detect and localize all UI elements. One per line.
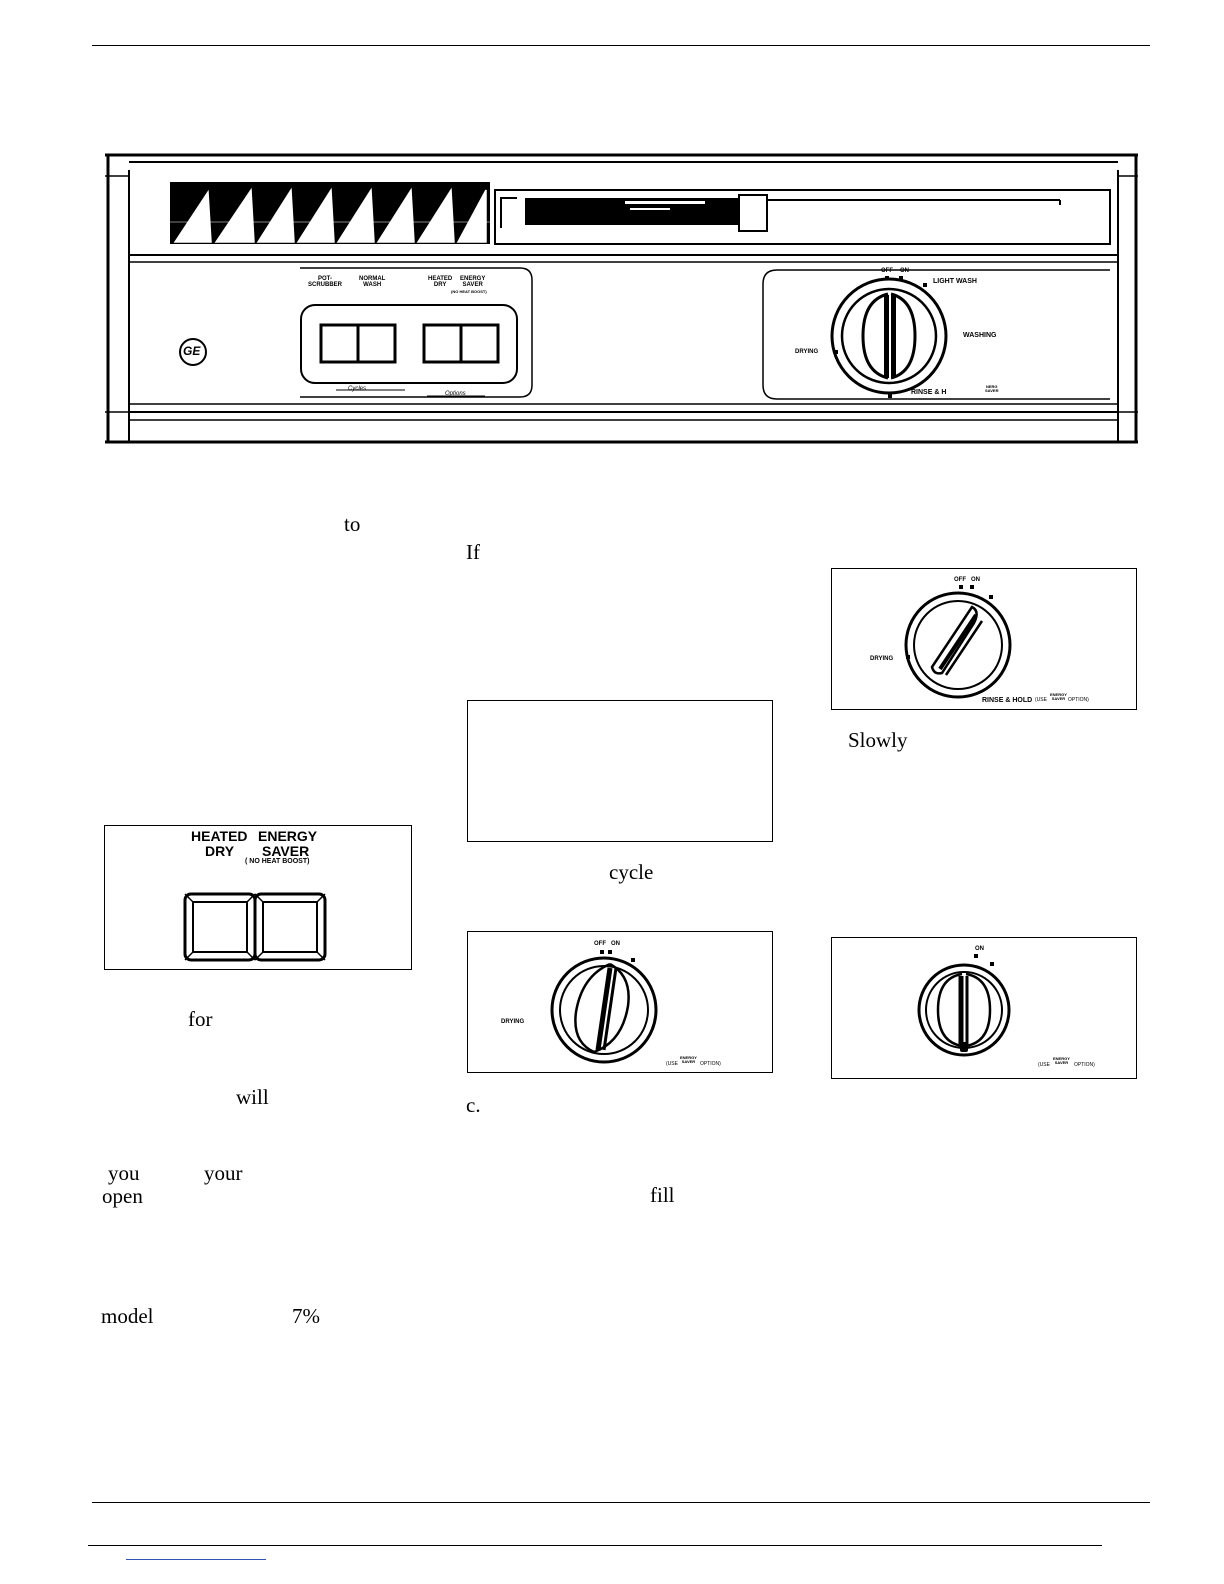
dial-washing-label: WASHING	[963, 332, 997, 339]
dial-on-label: ON	[900, 268, 909, 274]
word-your: your	[204, 1161, 243, 1185]
fig-saver-label: SAVER	[262, 843, 310, 859]
control-panel-illustration: GE POT- SCRUBBER NORMAL WASH HEATED DRY …	[105, 150, 1138, 445]
no-heat-boost-label: (NO HEAT BOOST)	[451, 289, 487, 294]
blank-figure-box	[467, 700, 773, 842]
options-buttons-figure: HEATED ENERGY DRY SAVER ( NO HEAT BOOST)	[104, 825, 412, 970]
word-open: open	[102, 1184, 143, 1208]
word-fill: fill	[650, 1183, 675, 1207]
fig-energy-label: ENERGY	[258, 828, 318, 844]
fig2-drying-label: DRYING	[501, 1019, 525, 1025]
word-if: If	[466, 540, 480, 564]
word-cycle: cycle	[609, 860, 654, 884]
options-label: Options	[445, 391, 466, 397]
word-model: model	[101, 1304, 154, 1328]
word-for: for	[188, 1007, 213, 1031]
fig-heated-label: HEATED	[191, 828, 248, 844]
cycles-label: Cycles	[348, 386, 367, 392]
top-rule	[92, 45, 1150, 46]
fig3-on-label: ON	[975, 946, 984, 952]
energy-saver-label: ENERGY SAVER	[460, 276, 486, 288]
fig2-energy-saver-label: ENERGY SAVER	[680, 1055, 697, 1064]
dial-rinse-hold-figure: OFF ON DRYING RINSE & HOLD (USE ENERGY S…	[831, 568, 1137, 710]
dial-on-figure: ON (USE ENERGY SAVER OPTION)	[831, 937, 1137, 1079]
fig3-option-label: OPTION)	[1074, 1062, 1095, 1068]
word-slowly: Slowly	[848, 728, 908, 752]
bottom-rule	[92, 1502, 1150, 1503]
footer-link-line	[126, 1559, 266, 1560]
pot-scrubber-label: POT- SCRUBBER	[308, 276, 343, 288]
fig-dry-label: DRY	[205, 843, 235, 859]
fig1-off-label: OFF	[954, 577, 966, 583]
fig2-off-label: OFF	[594, 941, 606, 947]
fig1-option-label: OPTION)	[1068, 697, 1089, 703]
fig1-on-label: ON	[971, 577, 980, 583]
fig3-use-label: (USE	[1038, 1062, 1050, 1068]
normal-wash-label: NORMAL WASH	[359, 276, 386, 288]
fig1-energy-saver-label: ENERGY SAVER	[1050, 692, 1067, 701]
heated-dry-label: HEATED DRY	[428, 276, 453, 288]
fig2-use-label: (USE	[666, 1061, 678, 1067]
fig1-drying-label: DRYING	[870, 656, 894, 662]
word-c: c.	[466, 1093, 481, 1117]
dial-off-label: OFF	[881, 268, 893, 274]
fig3-energy-saver-label: ENERGY SAVER	[1053, 1056, 1070, 1065]
word-percent: 7%	[292, 1304, 320, 1328]
word-will: will	[236, 1085, 269, 1109]
dial-drying-label: DRYING	[795, 349, 819, 355]
word-to: to	[344, 512, 361, 536]
fig1-rinse-hold-label: RINSE & HOLD	[982, 697, 1033, 704]
fig1-use-label: (USE	[1035, 697, 1047, 703]
fig-no-heat-boost-label: ( NO HEAT BOOST)	[245, 858, 310, 865]
dial-rinse-hold-label: RINSE & H	[911, 389, 947, 396]
dial-drying-figure: OFF ON DRYING (USE ENERGY SAVER OPTION)	[467, 931, 773, 1073]
word-you: you	[108, 1161, 140, 1185]
footer-rule	[88, 1545, 1102, 1546]
dial-light-wash-label: LIGHT WASH	[933, 278, 977, 285]
fig2-on-label: ON	[611, 941, 620, 947]
ge-logo-icon: GE	[183, 344, 201, 358]
fig2-option-label: OPTION)	[700, 1061, 721, 1067]
dial-energy-saver-label: NERG SAVER	[985, 384, 999, 393]
